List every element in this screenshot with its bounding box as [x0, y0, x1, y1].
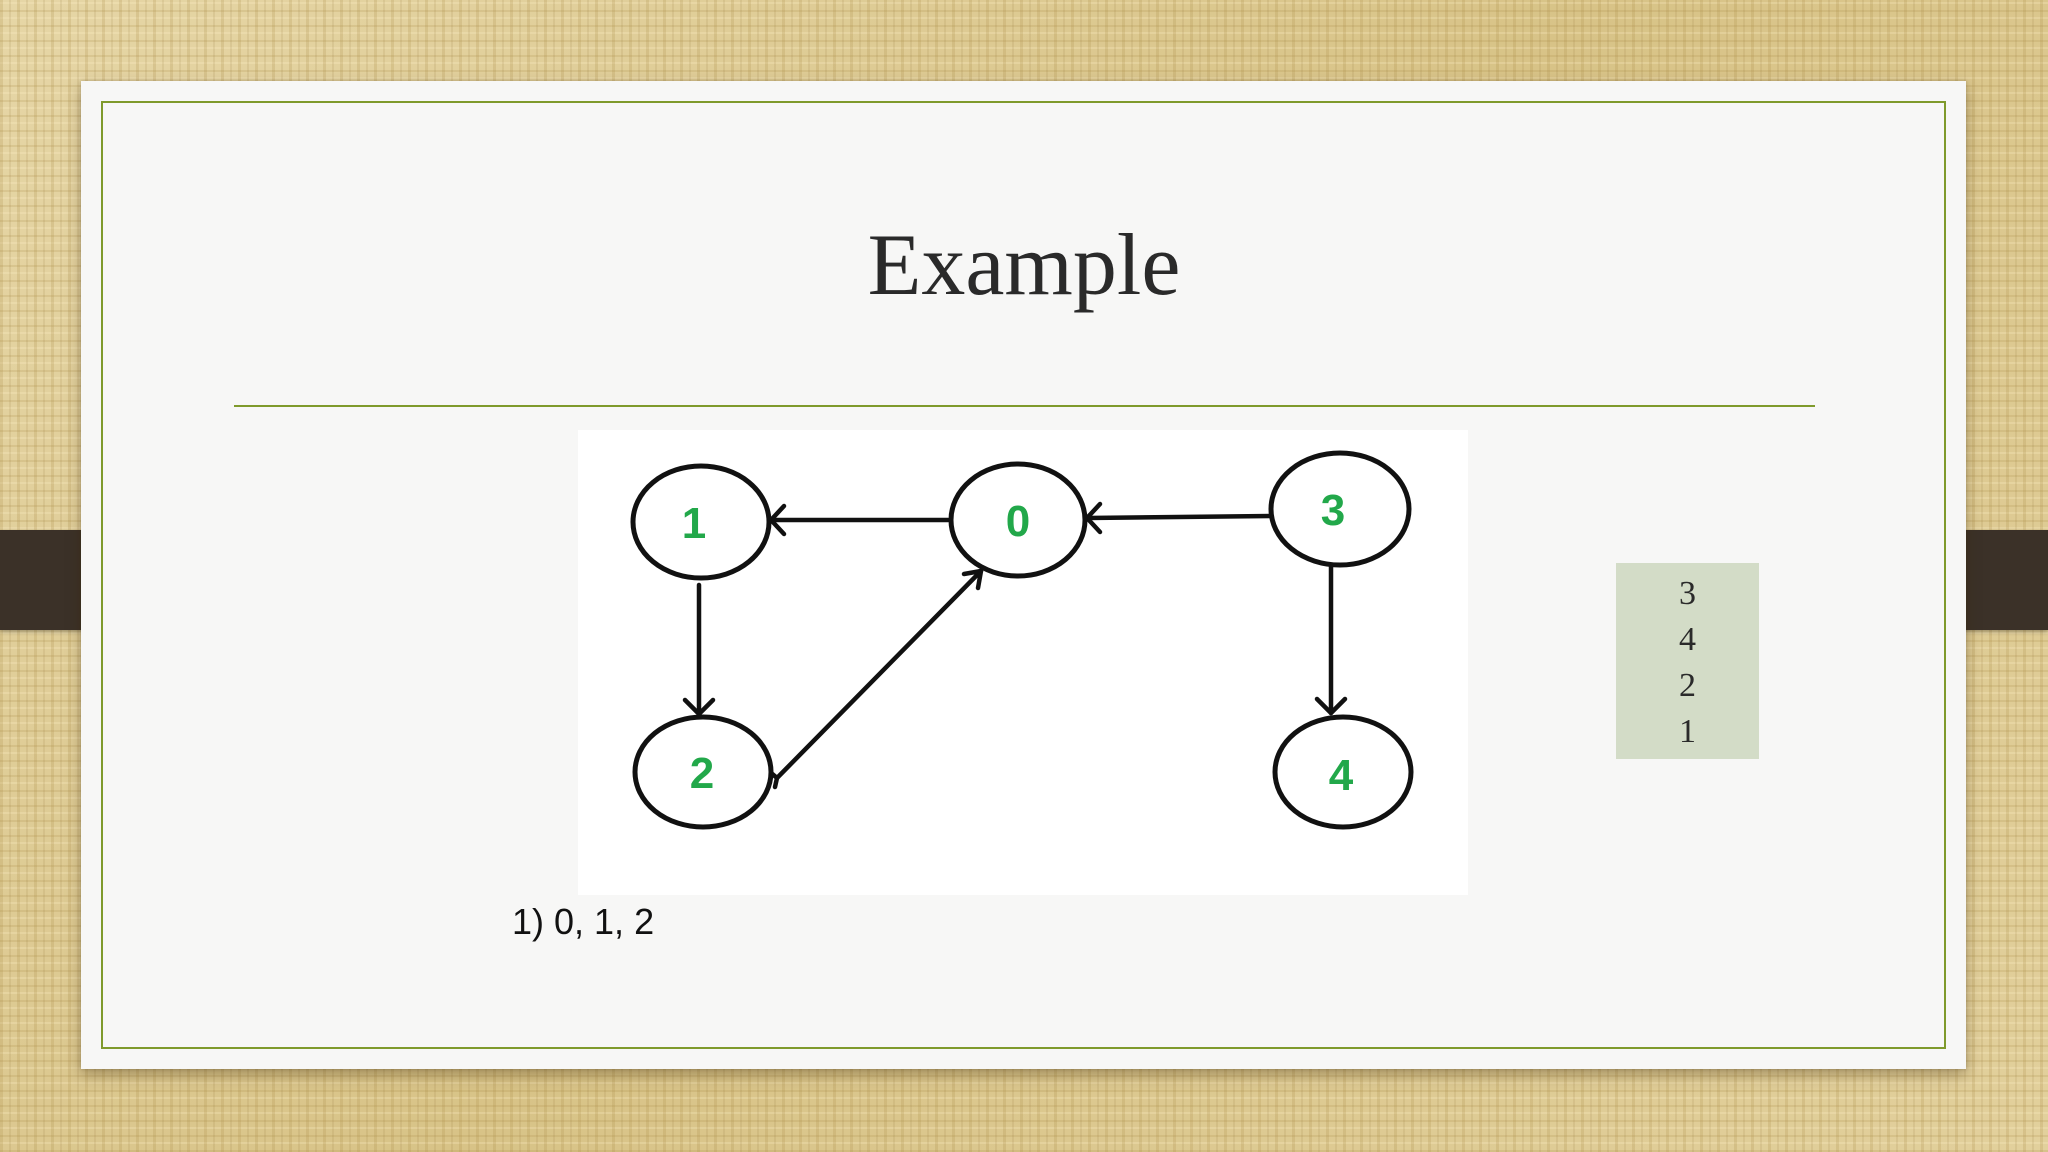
edge-3-to-0 [1084, 501, 1274, 535]
stack-item: 3 [1679, 575, 1696, 612]
stack-item: 4 [1679, 621, 1696, 658]
node-label-0: 0 [1006, 497, 1030, 546]
edge-0-to-1 [768, 503, 951, 537]
stack-item: 1 [1679, 713, 1696, 750]
node-label-3: 3 [1321, 486, 1345, 535]
edge-2-to-0 [767, 568, 984, 790]
stack-item: 2 [1679, 667, 1696, 704]
node-label-1: 1 [682, 499, 706, 548]
slide-border [101, 101, 1946, 1049]
answer-text: 1) 0, 1, 2 [512, 901, 655, 942]
graph-node-0 [948, 461, 1088, 579]
node-label-4: 4 [1329, 751, 1354, 800]
graph-node-4 [1272, 714, 1414, 830]
edge-3-to-4 [1314, 562, 1348, 716]
stack-box: 3 4 2 1 [1616, 563, 1759, 759]
edge-1-to-2 [682, 582, 716, 717]
graph-diagram: 0 1 2 3 4 [578, 430, 1468, 895]
node-label-2: 2 [690, 749, 714, 798]
slide-title: Example [867, 217, 1181, 314]
graph-svg: 0 1 2 3 4 [630, 450, 1414, 830]
graph-node-1 [630, 463, 772, 581]
graph-node-3 [1268, 450, 1412, 568]
title-divider [234, 405, 1815, 407]
graph-node-2 [632, 714, 774, 830]
